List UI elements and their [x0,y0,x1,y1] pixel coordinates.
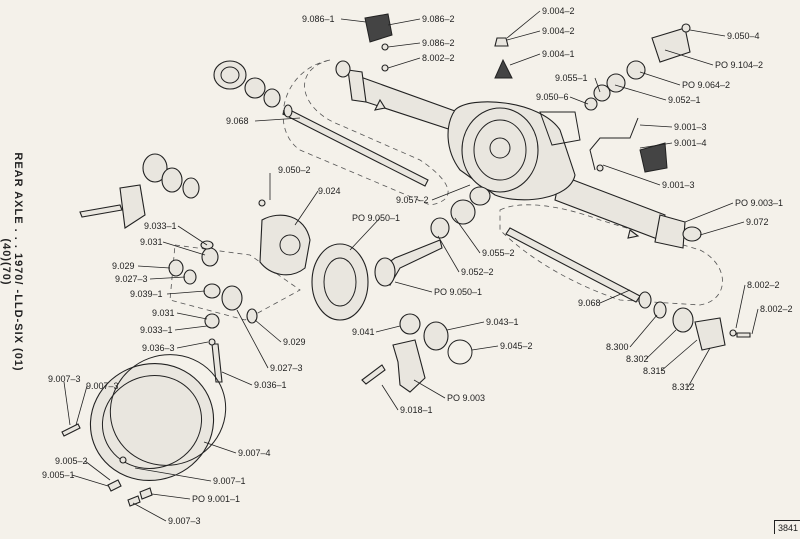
leader-lines [63,10,759,522]
pinion-bearings [430,186,491,239]
callout-label: 9.004–2 [542,26,575,36]
callout-label: 9.001–3 [662,180,695,190]
callout-label: 9.027–3 [270,363,303,373]
callout-label: 9.005–2 [55,456,88,466]
callout-label: 9.007–3 [86,381,119,391]
callout-label: 9.072 [746,217,769,227]
callout-label: 9.004–1 [542,49,575,59]
cover-9086-1 [364,13,393,72]
callout-label: 9.004–2 [542,6,575,16]
callout-label: 9.050–4 [727,31,760,41]
callout-label: 9.068 [578,298,601,308]
callout-label: 9.045–2 [500,341,533,351]
callout-label: PO 9.003–1 [735,198,783,208]
callout-label: PO 9.104–2 [715,60,763,70]
callout-label: 9.007–1 [213,476,246,486]
callout-label: 9.033–1 [144,221,177,231]
callout-label: 9.018–1 [400,405,433,415]
callout-label: 9.036–1 [254,380,287,390]
callout-label: 9.031 [152,308,175,318]
callout-label: 8.300 [606,342,629,352]
differential-case [258,199,311,276]
callout-label: 9.001–4 [674,138,707,148]
callout-label: 8.302 [626,354,649,364]
callout-label: PO 9.001–1 [192,494,240,504]
callout-label: 9.050–2 [278,165,311,175]
callout-label: 9.086–2 [422,14,455,24]
callout-label: 9.086–1 [302,14,335,24]
brake-line [589,117,668,173]
callout-labels: 9.086–1 9.086–2 9.086–2 8.002–2 9.004–2 … [42,6,793,526]
side-title: REAR AXLE . . . 1970/ -LLD-SIX (01)(40)(… [0,152,24,372]
callout-label: 9.033–1 [140,325,173,335]
left-axle-shaft [282,104,429,187]
callout-label: PO 9.050–1 [352,213,400,223]
callout-label: 9.027–3 [115,274,148,284]
callout-label: 9.005–1 [42,470,75,480]
callout-label: 9.029 [112,261,135,271]
callout-label: 9.036–3 [142,343,175,353]
dashed-outline-diff-gears [169,244,301,321]
axle-housing [347,69,686,249]
callout-label: 8.002–2 [760,304,793,314]
callout-label: 9.057–2 [396,195,429,205]
callout-label: 9.007–3 [168,516,201,526]
ring-gear [311,243,369,321]
callout-label: 8.002–2 [747,280,780,290]
page-number: 3841 [774,520,800,534]
callout-label: 9.052–1 [668,95,701,105]
callout-label: 9.041 [352,327,375,337]
right-axle-shaft [505,227,652,309]
callout-label: 9.031 [140,237,163,247]
pinion-gear [374,239,443,287]
vent-plug-9004 [494,37,513,79]
callout-label: PO 9.050–1 [434,287,482,297]
left-gear-stack [79,153,200,229]
bearing-cap [361,339,426,393]
callout-label: 8.002–2 [422,53,455,63]
callout-label: 8.312 [672,382,695,392]
callout-label: 9.029 [283,337,306,347]
callout-label: 9.086–2 [422,38,455,48]
yoke-assembly [584,23,691,111]
callout-label: 9.043–1 [486,317,519,327]
callout-label: 9.068 [226,116,249,126]
callout-label: 9.050–6 [536,92,569,102]
dashed-outline-left-shaft [282,59,449,206]
callout-label: 9.007–4 [238,448,271,458]
callout-label: 9.052–2 [461,267,494,277]
lower-bearings [399,313,473,365]
upper-center-seal [335,60,351,78]
callout-label: 8.315 [643,366,666,376]
callout-label: 9.055–1 [555,73,588,83]
callout-label: PO 9.064–2 [682,80,730,90]
callout-label: 9.001–3 [674,122,707,132]
callout-label: 9.024 [318,186,341,196]
diff-cover [61,354,227,507]
side-gears [168,240,258,383]
callout-label: PO 9.003 [447,393,485,403]
callout-label: 9.007–3 [48,374,81,384]
callout-label: 9.039–1 [130,289,163,299]
upper-left-bearings [213,60,281,108]
dashed-outline-right-shaft [499,204,723,306]
right-outer-parts [653,226,751,351]
callout-label: 9.055–2 [482,248,515,258]
